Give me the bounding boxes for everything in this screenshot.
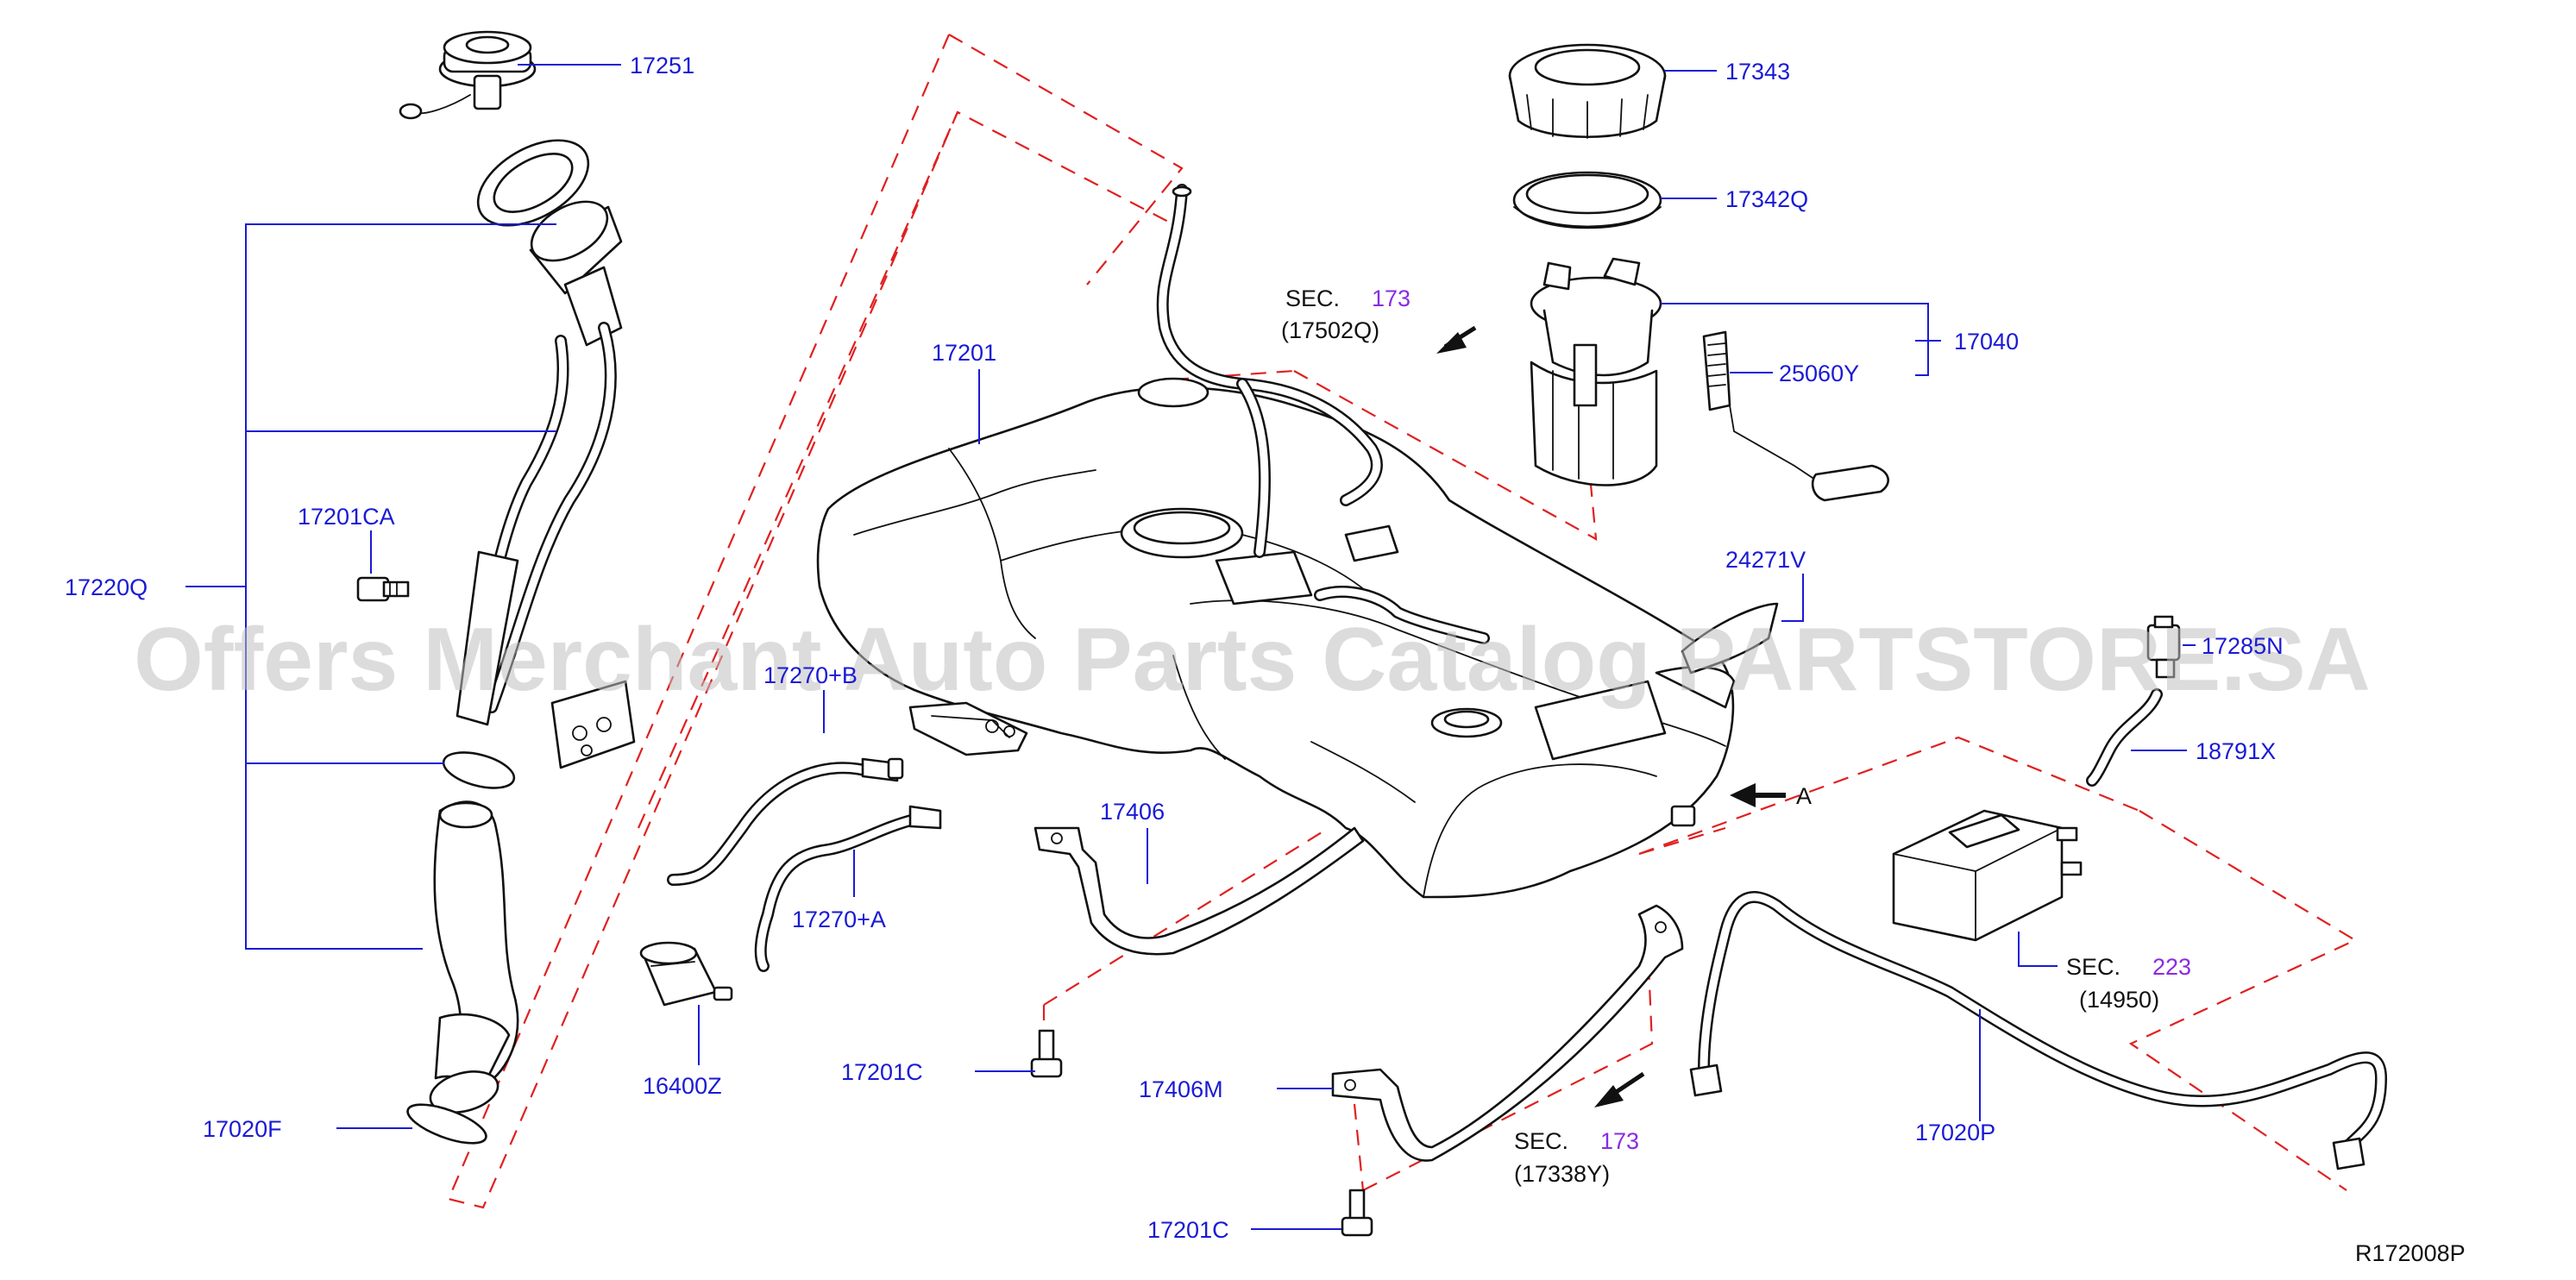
callout-17406[interactable]: 17406 [1100,799,1165,825]
sec-number: 173 [1600,1128,1639,1154]
sec-part-number: (17502Q) [1281,317,1379,343]
filler-neck-ring [476,139,590,227]
vent-tube [1156,184,1383,558]
fuel-tank[interactable] [816,377,1736,899]
sec-label: SEC. [1514,1128,1568,1154]
filler-tube[interactable] [456,190,636,769]
bolt-17201ca[interactable] [356,576,410,602]
dashed-assembly-boundaries [447,34,2358,1209]
callout-17040[interactable]: 17040 [1954,329,2019,355]
fuel-level-sender[interactable] [1702,330,1889,502]
sec-label: SEC. [2066,954,2120,980]
callout-17201c-lower[interactable]: 17201C [1147,1217,1229,1243]
heat-shield-24271v[interactable] [1681,602,1779,675]
callout-17285n[interactable]: 17285N [2202,633,2284,659]
callout-17251[interactable]: 17251 [630,53,694,78]
sec-number: 173 [1372,285,1411,311]
callout-17406m[interactable]: 17406M [1139,1076,1223,1102]
tank-strap[interactable] [1034,826,1365,956]
callout-24271v[interactable]: 24271V [1725,547,1806,573]
fuel-feed-tube-b[interactable] [667,757,904,886]
sec-label: SEC. [1285,285,1340,311]
callout-17201[interactable]: 17201 [932,340,996,366]
sec-part-number: (17338Y) [1514,1161,1610,1187]
evap-canister[interactable] [1892,809,2083,942]
arrow-sec-173-lower [1594,1071,1645,1107]
arrow-a-label: A [1796,783,1812,809]
filler-cap[interactable] [399,30,537,120]
vent-valve-17285n[interactable] [2146,615,2181,679]
callout-16400z[interactable]: 16400Z [643,1073,722,1099]
bolt-17201c-upper[interactable] [1030,1029,1063,1078]
watermark: Offers Merchant Auto Parts Catalog PARTS… [134,610,2371,710]
callout-17020p[interactable]: 17020P [1915,1120,1995,1145]
pump-seal-ring[interactable] [1512,171,1662,229]
tank-filler-port [908,701,1028,756]
callout-17270b[interactable]: 17270+B [763,662,858,688]
section-ref-173-upper[interactable]: SEC. 173 (17502Q) [1281,285,1411,343]
tank-vent-connector [1670,805,1696,827]
arrow-a [1730,783,1786,807]
callout-17020f[interactable]: 17020F [203,1116,282,1142]
fuel-filter[interactable] [639,941,733,1007]
callout-25060y[interactable]: 25060Y [1779,361,1859,386]
lock-ring[interactable] [1508,43,1667,139]
vent-hose-18791x[interactable] [2086,688,2163,787]
callout-17270a[interactable]: 17270+A [792,907,886,932]
filler-hose[interactable] [403,746,519,1151]
sec-part-number: (14950) [2079,987,2159,1013]
callout-17201ca[interactable]: 17201CA [298,504,395,530]
callout-17342q[interactable]: 17342Q [1725,186,1808,212]
callout-17220q[interactable]: 17220Q [65,574,148,600]
diagram-code: R172008P [2355,1240,2466,1266]
callout-17343[interactable]: 17343 [1725,59,1790,85]
evap-tube-17020p[interactable] [1689,891,2387,1170]
callout-17201c-upper[interactable]: 17201C [841,1059,923,1085]
fuel-feed-tube-a[interactable] [754,805,942,972]
sec-number: 223 [2152,954,2191,980]
section-ref-223[interactable]: SEC. 223 (14950) [2066,954,2191,1013]
fuel-pump-module[interactable] [1530,257,1662,486]
bolt-17201c-lower[interactable] [1341,1189,1373,1237]
callout-18791x[interactable]: 18791X [2196,738,2276,764]
section-ref-173-lower[interactable]: SEC. 173 (17338Y) [1514,1128,1639,1187]
tank-strap-m[interactable] [1331,904,1684,1162]
arrow-sec-173-upper [1436,325,1477,354]
leader-lines [185,64,2196,1230]
